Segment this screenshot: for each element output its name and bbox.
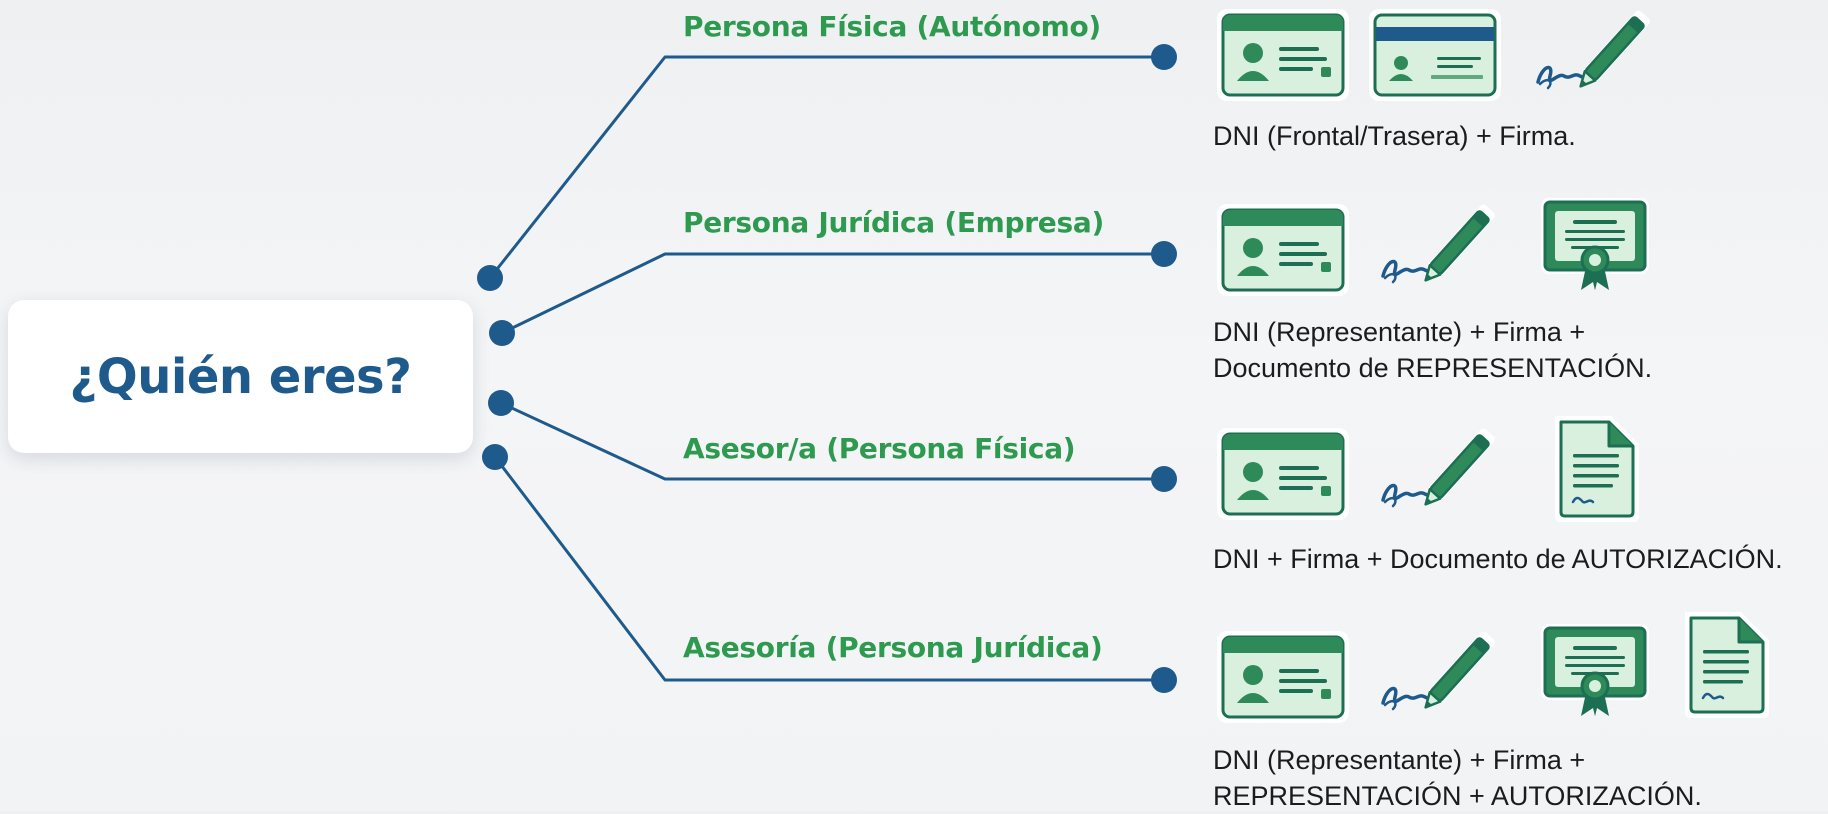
connector-line [501,252,1164,335]
requirements-persona-fisica: DNI (Frontal/Trasera) + Firma. [1213,118,1576,154]
signed-document-icon [1545,412,1645,524]
connector-start-node [482,444,508,470]
connector-start-node [489,320,515,346]
id-card-front-icon [1213,424,1353,524]
branch-label-persona-juridica: Persona Jurídica (Empresa) [683,206,1104,239]
certificate-icon [1535,620,1655,720]
certificate-icon [1535,194,1655,294]
requirement-line: REPRESENTACIÓN + AUTORIZACIÓN. [1213,781,1702,811]
requirement-line: DNI (Representante) + Firma + [1213,745,1586,775]
id-card-front-icon [1213,200,1353,300]
requirements-asesoria: DNI (Representante) + Firma + REPRESENTA… [1213,742,1702,814]
signature-pen-icon [1520,2,1660,102]
connector-line [493,456,1164,682]
connector-end-node [1151,241,1177,267]
signature-pen-icon [1365,623,1505,723]
connector-start-node [477,265,503,291]
id-card-front-icon [1213,627,1353,727]
requirements-persona-juridica: DNI (Representante) + Firma + Documento … [1213,314,1652,386]
requirement-line: Documento de REPRESENTACIÓN. [1213,353,1653,383]
connector-line [488,55,1164,279]
requirement-line: DNI + Firma + Documento de AUTORIZACIÓN. [1213,544,1783,574]
signature-pen-icon [1365,196,1505,296]
branch-label-asesor: Asesor/a (Persona Física) [683,432,1076,465]
connector-end-node [1151,667,1177,693]
id-card-front-icon [1213,5,1353,105]
connector-end-node [1151,466,1177,492]
id-card-back-icon [1365,5,1505,105]
signed-document-icon [1675,608,1775,720]
requirement-line: DNI (Representante) + Firma + [1213,317,1586,347]
connector-line [500,401,1164,481]
requirements-asesor: DNI + Firma + Documento de AUTORIZACIÓN. [1213,541,1783,577]
root-title: ¿Quién eres? [69,348,412,405]
branch-label-persona-fisica: Persona Física (Autónomo) [683,10,1101,43]
connector-start-node [488,390,514,416]
root-node: ¿Quién eres? [8,300,473,453]
requirement-line: DNI (Frontal/Trasera) + Firma. [1213,121,1576,151]
branch-label-asesoria: Asesoría (Persona Jurídica) [683,631,1103,664]
signature-pen-icon [1365,420,1505,520]
connector-end-node [1151,44,1177,70]
